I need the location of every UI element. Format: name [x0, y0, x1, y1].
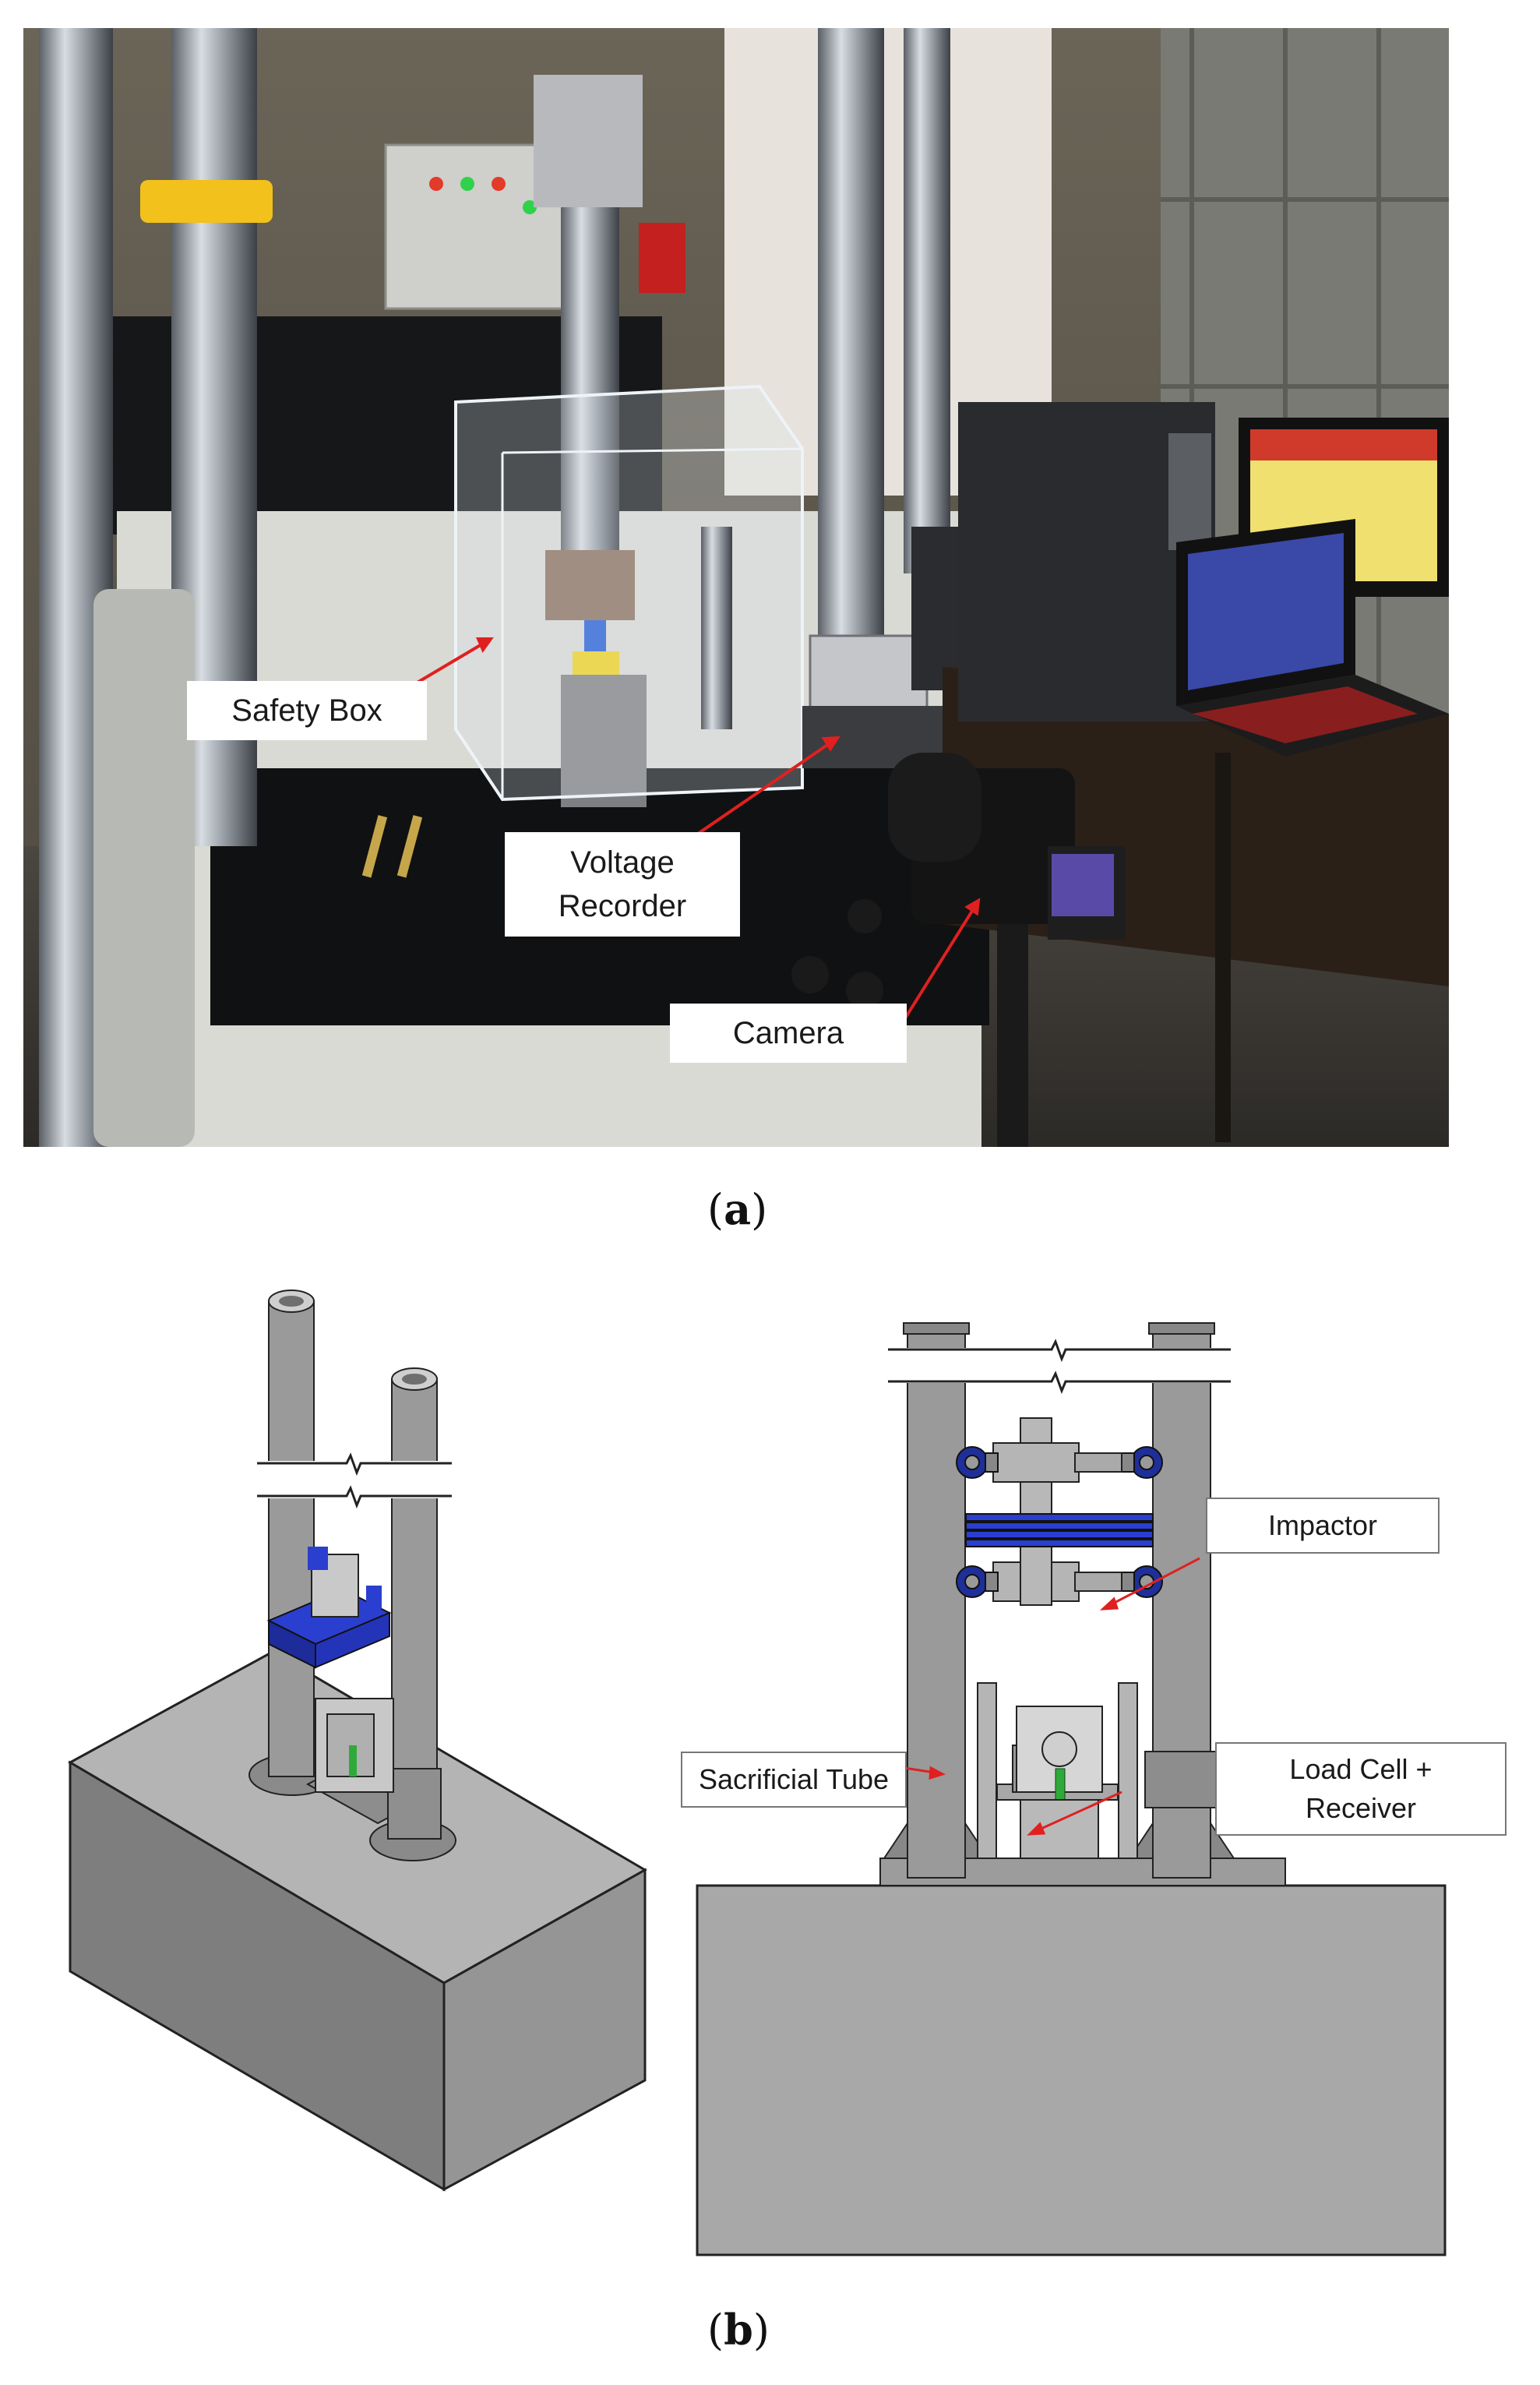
- caption-b-open: (: [707, 2306, 724, 2355]
- caption-b: (b): [707, 2305, 770, 2355]
- label-load-cell-line2: Receiver: [1305, 1792, 1417, 1824]
- caption-a-close: ): [751, 1185, 768, 1234]
- isometric-drawing: [67, 1290, 648, 2192]
- caption-b-close: ): [752, 2306, 770, 2355]
- label-impactor: Impactor: [1206, 1498, 1440, 1554]
- label-safety-box-text: Safety Box: [231, 693, 382, 728]
- front-view: Impactor Sacrificial Tube Load Cell + Re…: [681, 1293, 1527, 2260]
- front-view-drawing: [696, 1322, 1447, 2256]
- caption-a-open: (: [707, 1185, 724, 1234]
- label-sacrificial-tube-text: Sacrificial Tube: [698, 1763, 890, 1795]
- label-load-cell-receiver: Load Cell + Receiver: [1215, 1742, 1507, 1836]
- label-voltage-recorder-line1: Voltage: [570, 845, 675, 880]
- label-impactor-text: Impactor: [1267, 1509, 1378, 1541]
- label-camera-text: Camera: [732, 1016, 844, 1050]
- caption-a-letter: a: [724, 1184, 752, 1234]
- label-voltage-recorder-line2: Recorder: [558, 889, 687, 923]
- caption-b-letter: b: [724, 2305, 753, 2355]
- label-load-cell-line1: Load Cell +: [1289, 1753, 1433, 1785]
- lab-photo: Safety Box Voltage Recorder Camera: [23, 28, 1449, 1147]
- label-voltage-recorder: Voltage Recorder: [505, 832, 740, 937]
- caption-a: (a): [707, 1184, 767, 1234]
- label-sacrificial-tube: Sacrificial Tube: [681, 1752, 907, 1808]
- lab-photo-illustration: [23, 28, 1449, 1147]
- label-safety-box: Safety Box: [187, 681, 427, 740]
- label-camera: Camera: [670, 1004, 907, 1063]
- isometric-view: [0, 1278, 701, 2213]
